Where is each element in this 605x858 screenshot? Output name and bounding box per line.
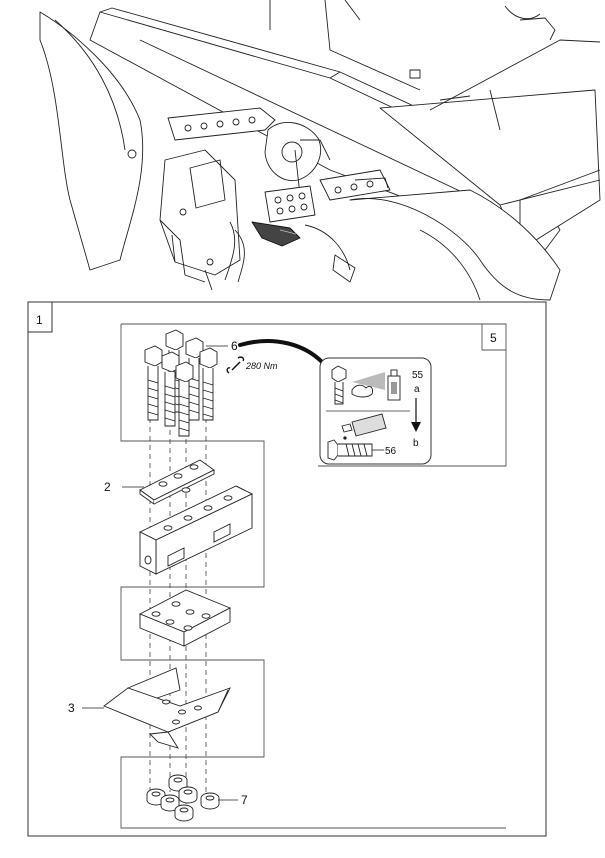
- bolt-icon: [331, 365, 347, 405]
- reference-arrow: [238, 339, 324, 364]
- step-a-label: a: [414, 384, 420, 395]
- nuts-callout-label: 7: [241, 793, 248, 807]
- threadlock-ref-label: 56: [385, 446, 397, 457]
- threadlock-inset: 55 a b 56: [319, 357, 432, 465]
- bolt-callout: 6: [206, 339, 324, 364]
- bolt-icon: [327, 439, 373, 461]
- bolt-set: [144, 329, 218, 437]
- step-arrow: [411, 398, 421, 432]
- detail-border: [27, 301, 547, 837]
- nut: [160, 794, 180, 812]
- spacer-beam: [138, 485, 254, 575]
- mount-block: [138, 589, 232, 647]
- machine-overview: [39, 0, 601, 301]
- inset-index-label: 5: [490, 331, 497, 345]
- threadlock-tube-icon: [341, 413, 387, 440]
- guard: [103, 667, 231, 749]
- detail-frame: 1: [27, 301, 547, 837]
- frame-index-label: 1: [36, 313, 43, 327]
- cleaner-spray-icon: [351, 369, 401, 401]
- nut-set: [146, 774, 220, 822]
- bolt: [144, 345, 163, 421]
- step-b-label: b: [413, 438, 419, 449]
- nut: [200, 792, 220, 810]
- bolt: [161, 351, 180, 427]
- cleaner-ref-label: 55: [412, 370, 424, 381]
- bolt: [175, 361, 194, 437]
- plate-callout-label: 2: [104, 480, 111, 494]
- guard-callout-label: 3: [68, 701, 75, 715]
- nut: [146, 788, 166, 806]
- nut: [174, 804, 194, 822]
- bolt: [199, 347, 218, 421]
- nut: [178, 786, 198, 804]
- wrench-icon: [226, 356, 245, 374]
- bolt-callout-label: 6: [231, 339, 238, 353]
- torque-spec: 280 Nm: [245, 361, 278, 371]
- stage-boxes: [120, 323, 507, 829]
- plate: [139, 459, 215, 505]
